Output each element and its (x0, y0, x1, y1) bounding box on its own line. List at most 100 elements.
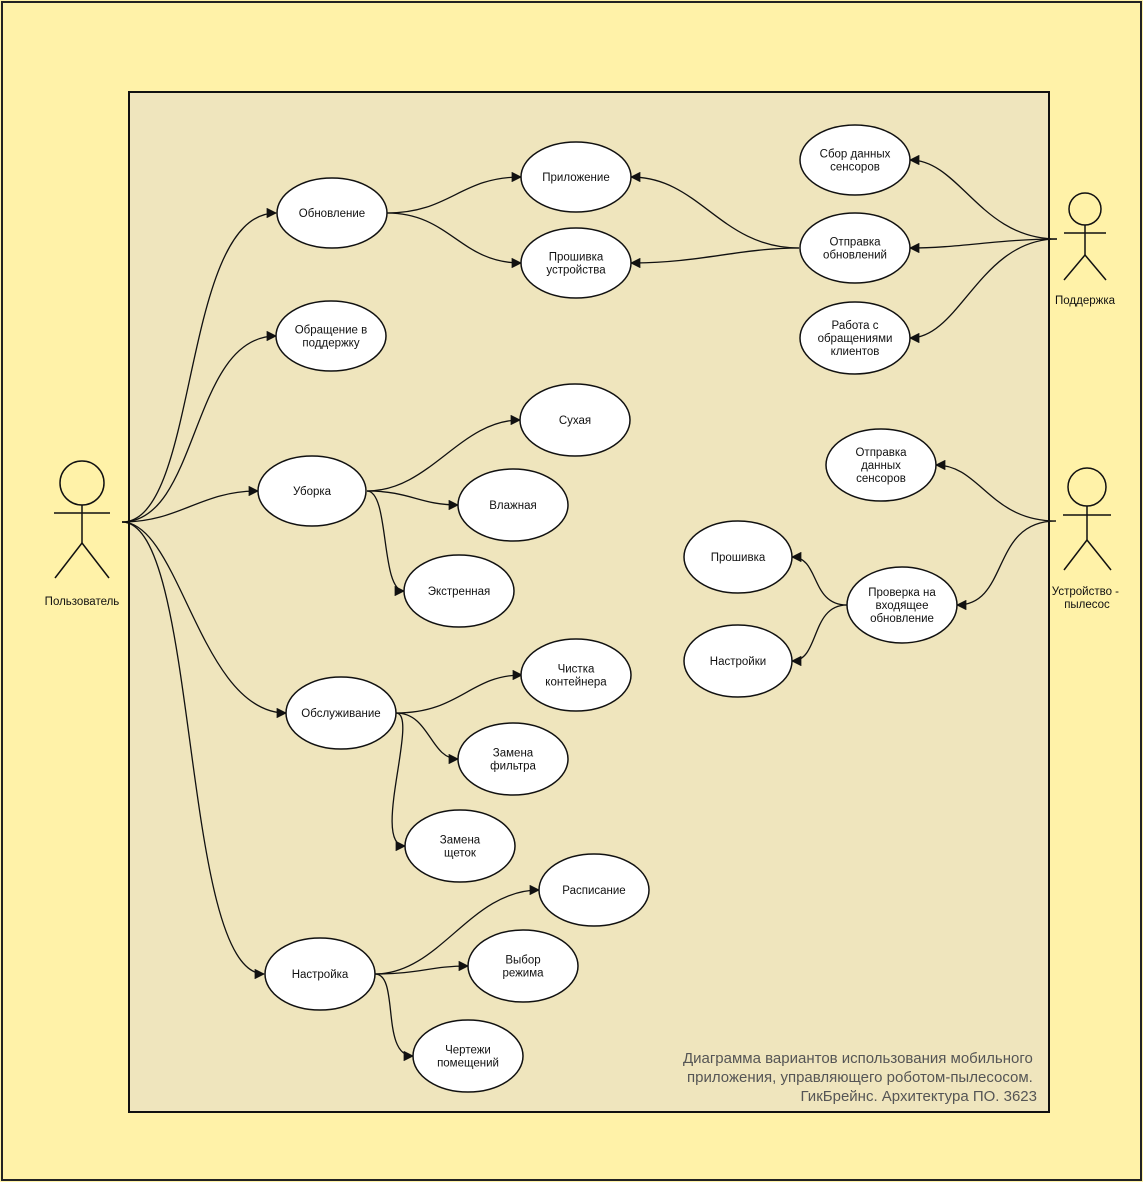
uc-tickets-label-line-1: Работа с (832, 320, 879, 332)
uc-app-label: Приложение (542, 172, 609, 184)
uc-wet-shape (457, 468, 569, 542)
uc-filter-label-line-1: Замена (493, 748, 534, 760)
uc-emergency-label: Экстренная (428, 586, 491, 598)
uc-tickets-label-line-2: обращениями (818, 333, 893, 345)
edge-support-sensors (908, 154, 1058, 240)
caption-line-2: приложения, управляющего роботом-пылесос… (687, 1069, 1033, 1086)
uc-settings-label: Настройка (292, 969, 349, 981)
uc-check-update-label-line-3: обновление (870, 613, 934, 625)
uc-container-label-line-1: Чистка (558, 664, 595, 676)
uc-floorplans-label-line-1: Чертежи (445, 1045, 491, 1057)
uc-mode-shape (467, 929, 579, 1003)
uc-brushes-label-line-2: щеток (444, 848, 477, 860)
uc-tickets-label-line-3: клиентов (831, 346, 880, 358)
edge-device-sensors (934, 459, 1057, 522)
uc-wet-label: Влажная (489, 500, 536, 512)
uc-dev-firmware-label: Прошивка (711, 552, 766, 564)
uc-schedule-label: Расписание (562, 885, 625, 897)
actor-device (1063, 467, 1112, 571)
uc-send-updates-shape (799, 212, 911, 284)
edge-settings-schedule (374, 884, 541, 975)
uc-brushes-shape (404, 809, 516, 883)
actor-support-label: Поддержка (1055, 295, 1116, 307)
edge-send-firmware (629, 247, 800, 269)
uc-mode-label-line-1: Выбор (505, 955, 540, 967)
uc-floorplans-label-line-2: помещений (437, 1058, 499, 1070)
actor-support (1063, 192, 1107, 281)
uc-dry-shape (519, 383, 631, 457)
edge-settings-mode (374, 960, 470, 975)
connectors (121, 154, 1058, 1062)
edge-user-maintenance (121, 521, 288, 719)
uc-floorplans-shape (412, 1019, 524, 1093)
uc-emergency-label-line-1: Экстренная (428, 586, 491, 598)
uc-sensor-send-label-line-3: сенсоров (856, 473, 906, 485)
uc-cleaning-label: Уборка (293, 486, 332, 498)
uc-filter-shape (457, 722, 569, 796)
edge-support-send (908, 238, 1058, 254)
actor-device-label-line-1: Устройство - (1052, 586, 1119, 598)
uc-dev-settings-shape (683, 624, 793, 698)
uc-sensor-collect-label-line-1: Сбор данных (820, 149, 891, 161)
uc-firmware-shape (520, 227, 632, 299)
edge-cleaning-emergency (366, 490, 406, 597)
actor-device-label: Устройство - пылесос (1052, 586, 1122, 611)
edge-update-firmware (386, 212, 523, 269)
uc-check-update-label-line-1: Проверка на (868, 587, 936, 599)
edge-check-settings (790, 604, 848, 667)
uc-firmware-label-line-1: Прошивка (549, 252, 604, 264)
use-cases (257, 124, 958, 1093)
uc-cleaning-label-line-1: Уборка (293, 486, 332, 498)
uc-sensor-send-label-line-2: данных (861, 460, 901, 472)
uc-update-label: Обновление (299, 208, 365, 220)
caption-line-3: ГикБрейнс. Архитектура ПО. 3623 (801, 1088, 1037, 1105)
edge-user-support (121, 330, 278, 523)
uc-dry-label-line-1: Сухая (559, 415, 591, 427)
edge-check-firmware (790, 551, 848, 606)
edge-user-update (121, 207, 278, 523)
uc-app-shape (520, 141, 632, 213)
actor-user (54, 460, 110, 579)
uc-cleaning-shape (257, 455, 367, 527)
edge-user-cleaning (121, 485, 260, 523)
actor-device-label-line-2: пылесос (1064, 599, 1110, 611)
uc-check-update-label-line-2: входящее (876, 600, 929, 612)
uc-brushes-label-line-1: Замена (440, 835, 481, 847)
edge-maint-container (395, 669, 524, 714)
uc-settings-shape (264, 937, 376, 1011)
diagram-caption: Диаграмма вариантов использования мобиль… (683, 1050, 1037, 1105)
uc-firmware-label-line-2: устройства (546, 265, 606, 277)
actor-user-label: Пользователь (45, 596, 120, 608)
uc-update-shape (276, 177, 388, 249)
uc-dry-label: Сухая (559, 415, 591, 427)
edge-cleaning-wet (366, 490, 460, 511)
uc-dev-settings-label-line-1: Настройки (710, 656, 766, 668)
uc-container-label-line-2: контейнера (545, 677, 607, 689)
caption-line-1: Диаграмма вариантов использования мобиль… (683, 1050, 1033, 1067)
edge-cleaning-dry (366, 414, 522, 492)
uc-update-label-line-1: Обновление (299, 208, 365, 220)
uc-tickets-shape (799, 301, 911, 375)
uc-support-request-label-line-2: поддержку (302, 338, 359, 350)
uc-sensor-send-shape (825, 428, 937, 502)
uc-app-label-line-1: Приложение (542, 172, 609, 184)
uc-support-request-label-line-1: Обращение в (295, 325, 368, 337)
edge-support-tickets (908, 238, 1058, 344)
uc-check-update-shape (846, 566, 958, 644)
uc-filter-label-line-2: фильтра (490, 761, 536, 773)
edge-user-settings (121, 521, 266, 980)
uc-sensor-collect-label-line-2: сенсоров (830, 162, 880, 174)
edge-update-app (386, 171, 523, 214)
uc-wet-label-line-1: Влажная (489, 500, 536, 512)
uc-send-updates-label-line-2: обновлений (823, 250, 887, 262)
